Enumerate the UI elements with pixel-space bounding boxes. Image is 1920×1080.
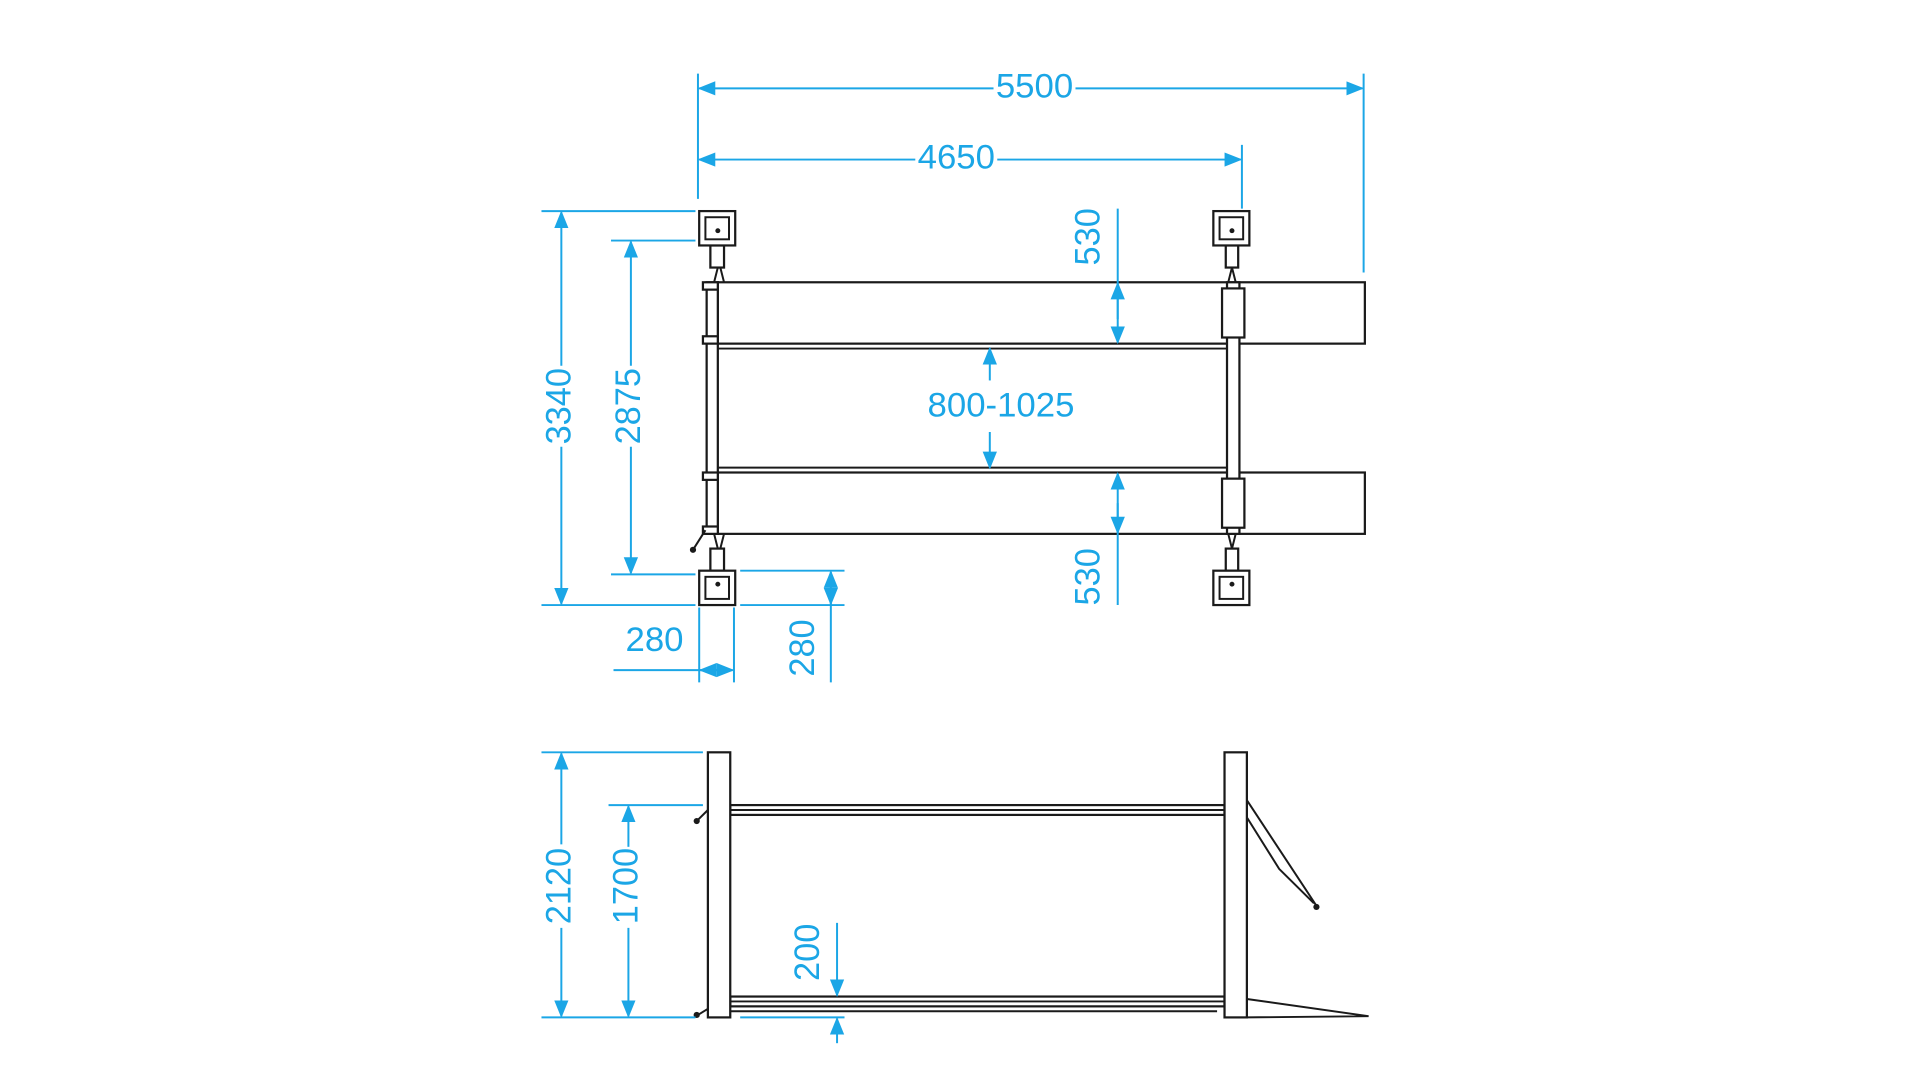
dim-post-base-depth: 280 (784, 619, 822, 676)
side-post-left (706, 751, 732, 1019)
post-base-icon (698, 569, 737, 607)
dim-runway-width-top: 530 (1069, 208, 1107, 265)
post-base-icon (1212, 209, 1251, 247)
dim-post-base-width: 280 (625, 621, 683, 659)
dim-runway-gap: 800-1025 (928, 387, 1075, 425)
dim-post-spacing-width: 2875 (610, 368, 648, 444)
dim-runway-width-bottom: 530 (1069, 548, 1107, 605)
dim-overall-length: 5500 (996, 68, 1073, 106)
ramp-raised (1246, 799, 1318, 907)
dim-post-spacing-length: 4650 (918, 139, 995, 177)
side-view: 2120 1700 200 (540, 751, 1369, 1044)
side-post-right (1223, 751, 1248, 1019)
dim-overall-width: 3340 (540, 368, 578, 444)
runway-bottom (716, 471, 1366, 535)
dim-min-height: 200 (789, 924, 827, 981)
ramp-ground (1246, 998, 1369, 1019)
post-base-icon (698, 209, 737, 247)
dim-overall-height: 2120 (540, 848, 578, 924)
crossbeam-left (705, 281, 719, 535)
top-view: 5500 4650 3340 2875 530 800-1025 530 (540, 68, 1366, 683)
crossbeam-right (1225, 281, 1241, 535)
dim-max-lift-height: 1700 (607, 848, 645, 924)
runway-top (716, 281, 1366, 345)
post-base-icon (1212, 569, 1251, 607)
